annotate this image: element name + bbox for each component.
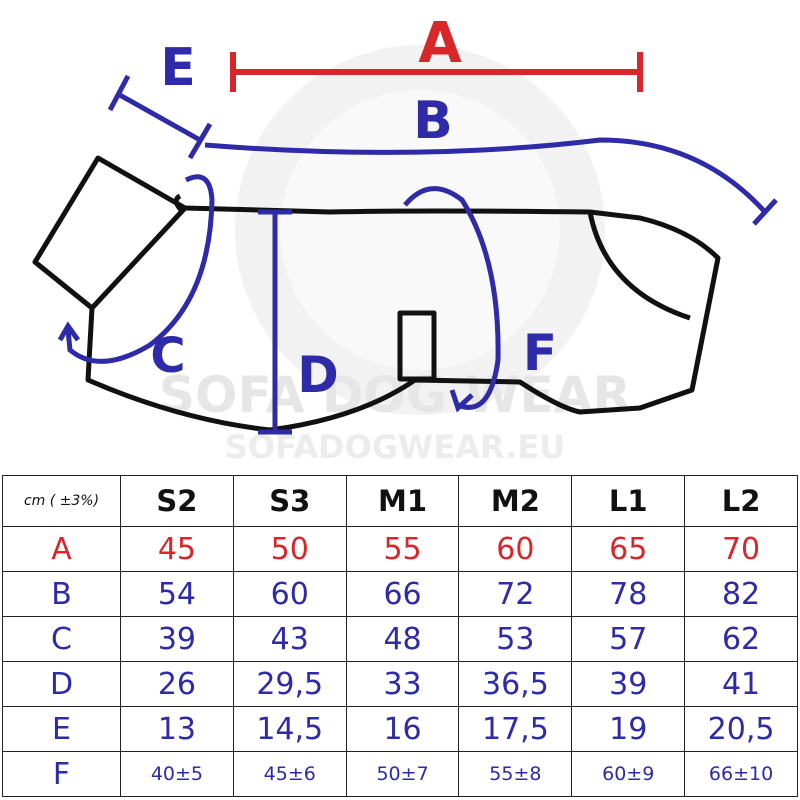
table-cell: 50: [232, 526, 347, 572]
label-e: E: [160, 38, 196, 98]
table-cell: 72: [458, 571, 573, 617]
table-cell: 17,5: [458, 706, 573, 752]
row-label: E: [2, 706, 121, 752]
row-label: C: [2, 616, 121, 662]
table-cell: 26: [120, 661, 234, 707]
row-label: B: [2, 571, 121, 617]
table-cell: 60: [232, 571, 347, 617]
table-cell: 66±10: [684, 751, 798, 797]
row-label: A: [2, 526, 121, 572]
table-cell: 36,5: [458, 661, 573, 707]
table-cell: 20,5: [684, 706, 798, 752]
unit-label: cm ( ±3%): [2, 475, 121, 527]
table-cell: 70: [684, 526, 798, 572]
table-cell: 29,5: [232, 661, 347, 707]
table-cell: 16: [345, 706, 460, 752]
measure-a: [230, 52, 643, 92]
table-cell: 39: [120, 616, 234, 662]
table-cell: 50±7: [345, 751, 460, 797]
label-a: A: [418, 11, 462, 76]
table-cell: 78: [571, 571, 686, 617]
measure-c: [57, 174, 215, 364]
table-cell: 45±6: [232, 751, 347, 797]
watermark-logo-inner: [280, 90, 560, 370]
table-cell: 13: [120, 706, 234, 752]
table-cell: 39: [571, 661, 686, 707]
table-cell: 14,5: [232, 706, 347, 752]
table-cell: 55±8: [458, 751, 573, 797]
label-c: C: [150, 328, 185, 384]
size-header: S3: [232, 475, 347, 527]
table-cell: 48: [345, 616, 460, 662]
table-cell: 62: [684, 616, 798, 662]
label-b: B: [413, 91, 453, 151]
table-cell: 57: [571, 616, 686, 662]
size-header: L2: [684, 475, 798, 527]
measure-e: [107, 74, 213, 160]
measure-f: [403, 186, 501, 413]
table-cell: 60±9: [571, 751, 686, 797]
table-cell: 33: [345, 661, 460, 707]
size-header: M2: [458, 475, 573, 527]
measurement-diagram: SOFA DOG WEAR SOFADOGWEAR.EU A E B C D: [32, 11, 778, 465]
table-cell: 54: [120, 571, 234, 617]
row-label: D: [2, 661, 121, 707]
row-label: F: [2, 751, 121, 797]
table-cell: 82: [684, 571, 798, 617]
measure-d: [258, 209, 292, 435]
table-cell: 40±5: [120, 751, 234, 797]
table-cell: 60: [458, 526, 573, 572]
size-header: S2: [120, 475, 234, 527]
table-cell: 19: [571, 706, 686, 752]
measure-b: [204, 137, 778, 226]
table-cell: 43: [232, 616, 347, 662]
table-cell: 45: [120, 526, 234, 572]
size-header: L1: [571, 475, 686, 527]
table-cell: 41: [684, 661, 798, 707]
dog-coat-outline: [32, 155, 721, 433]
table-cell: 53: [458, 616, 573, 662]
label-f: F: [523, 324, 557, 382]
size-header: M1: [345, 475, 460, 527]
table-cell: 55: [345, 526, 460, 572]
table-cell: 65: [571, 526, 686, 572]
table-cell: 66: [345, 571, 460, 617]
size-header-row: cm ( ±3%) S2 S3 M1 M2 L1 L2: [2, 475, 798, 527]
label-d: D: [297, 346, 339, 404]
